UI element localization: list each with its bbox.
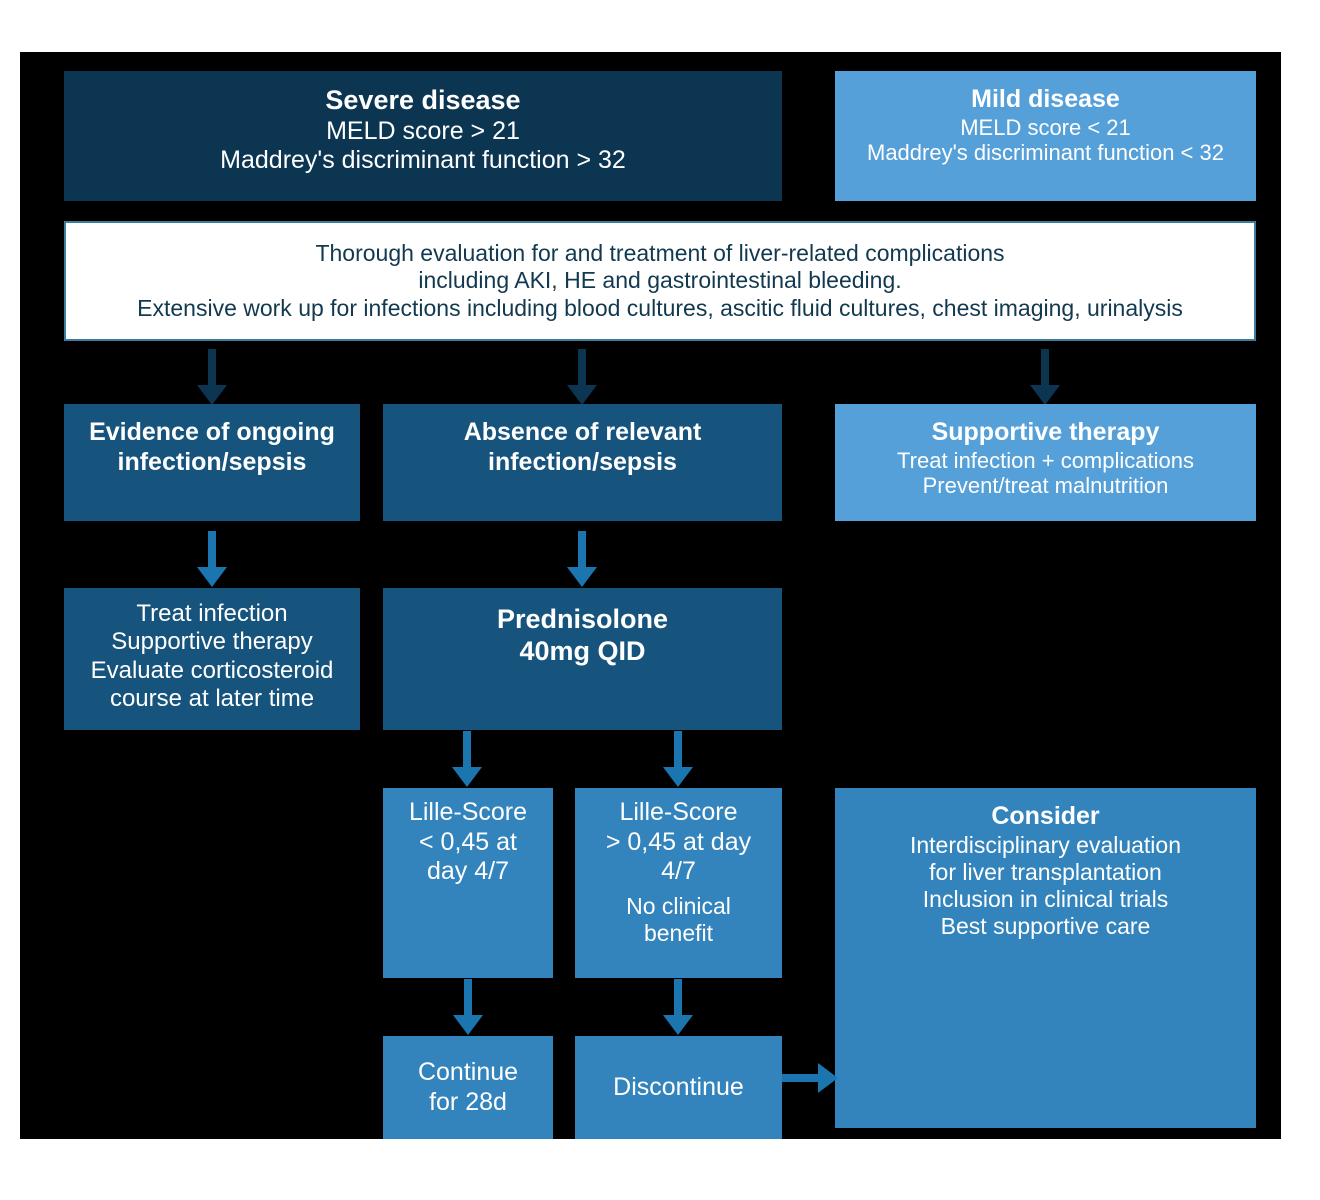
absence-of-infection-line-1: Absence of relevant (463, 418, 702, 446)
supportive-therapy-line-1: Treat infection + complications (897, 447, 1194, 473)
continue-line-1: Continue (417, 1058, 519, 1086)
node-lille-score-low: Lille-Score < 0,45 at day 4/7 (383, 788, 553, 978)
evidence-of-infection-line-2: infection/sepsis (117, 447, 307, 476)
node-consider: Consider Interdisciplinary evaluation fo… (835, 788, 1256, 1128)
lille-high-line-3: 4/7 (661, 857, 696, 885)
consider-line-3: Inclusion in clinical trials (922, 885, 1169, 912)
bottom-margin-band (0, 1139, 1320, 1200)
prednisolone-line-2: 40mg QID (519, 635, 646, 666)
evidence-of-infection-line-1: Evidence of ongoing (89, 418, 335, 446)
treat-infection-line-2: Supportive therapy (111, 628, 313, 656)
lille-low-line-3: day 4/7 (426, 857, 509, 885)
node-lille-score-high: Lille-Score > 0,45 at day 4/7 No clinica… (575, 788, 782, 978)
node-discontinue: Discontinue (575, 1036, 782, 1139)
node-supportive-therapy: Supportive therapy Treat infection + com… (835, 404, 1256, 521)
node-mild-disease: Mild disease MELD score < 21 Maddrey's d… (835, 71, 1256, 201)
right-margin-band (1281, 0, 1320, 1200)
node-severe-disease: Severe disease MELD score > 21 Maddrey's… (64, 71, 782, 201)
lille-high-note-line-2: benefit (643, 919, 714, 946)
consider-title: Consider (991, 802, 1100, 830)
top-margin-band (0, 0, 1320, 52)
continue-line-2: for 28d (429, 1087, 507, 1116)
arrow-evaluation-to-evidence-infection-icon (196, 349, 228, 405)
consider-line-2: for liver transplantation (929, 858, 1162, 885)
mild-disease-line-1: MELD score < 21 (960, 114, 1131, 140)
treat-infection-line-3: Evaluate corticosteroid (90, 656, 334, 684)
node-evaluation-workup: Thorough evaluation for and treatment of… (64, 221, 1256, 341)
severe-disease-line-1: MELD score > 21 (326, 116, 520, 145)
arrow-prednisolone-to-lille-low-icon (451, 731, 483, 787)
evaluation-line-2: including AKI, HE and gastrointestinal b… (418, 267, 902, 294)
absence-of-infection-line-2: infection/sepsis (488, 447, 677, 476)
mild-disease-line-2: Maddrey's discriminant function < 32 (867, 140, 1224, 166)
arrow-lille-high-to-discontinue-icon (662, 979, 694, 1035)
left-margin-band (0, 0, 20, 1200)
supportive-therapy-title: Supportive therapy (931, 418, 1160, 446)
discontinue-line-1: Discontinue (613, 1072, 744, 1101)
treat-infection-line-4: course at later time (109, 684, 315, 712)
supportive-therapy-line-2: Prevent/treat malnutrition (922, 473, 1169, 499)
node-continue-28d: Continue for 28d (383, 1036, 553, 1139)
arrow-lille-low-to-continue-icon (452, 979, 484, 1035)
lille-high-line-1: Lille-Score (619, 798, 738, 826)
node-treat-infection: Treat infection Supportive therapy Evalu… (64, 588, 360, 730)
node-evidence-of-infection: Evidence of ongoing infection/sepsis (64, 404, 360, 521)
prednisolone-line-1: Prednisolone (496, 604, 669, 634)
consider-line-4: Best supportive care (940, 912, 1151, 939)
lille-low-line-2: < 0,45 at (419, 827, 517, 856)
arrow-evaluation-to-absence-infection-icon (566, 349, 598, 405)
evaluation-line-3: Extensive work up for infections includi… (137, 294, 1183, 321)
severe-disease-title: Severe disease (325, 85, 521, 115)
arrow-mild-disease-to-supportive-therapy-icon (1029, 349, 1061, 405)
treat-infection-line-1: Treat infection (136, 600, 288, 627)
lille-high-note-line-1: No clinical (626, 892, 731, 919)
arrow-discontinue-to-consider-icon (782, 1062, 838, 1094)
consider-line-1: Interdisciplinary evaluation (909, 831, 1182, 858)
node-prednisolone: Prednisolone 40mg QID (383, 588, 782, 730)
mild-disease-title: Mild disease (971, 85, 1120, 113)
lille-high-line-2: > 0,45 at day (605, 827, 752, 856)
arrow-prednisolone-to-lille-high-icon (662, 731, 694, 787)
node-absence-of-infection: Absence of relevant infection/sepsis (383, 404, 782, 521)
severe-disease-line-2: Maddrey's discriminant function > 32 (220, 146, 626, 175)
arrow-evidence-infection-to-treat-infection-icon (196, 531, 228, 587)
evaluation-line-1: Thorough evaluation for and treatment of… (315, 240, 1005, 267)
lille-low-line-1: Lille-Score (408, 798, 528, 826)
arrow-absence-infection-to-prednisolone-icon (566, 531, 598, 587)
